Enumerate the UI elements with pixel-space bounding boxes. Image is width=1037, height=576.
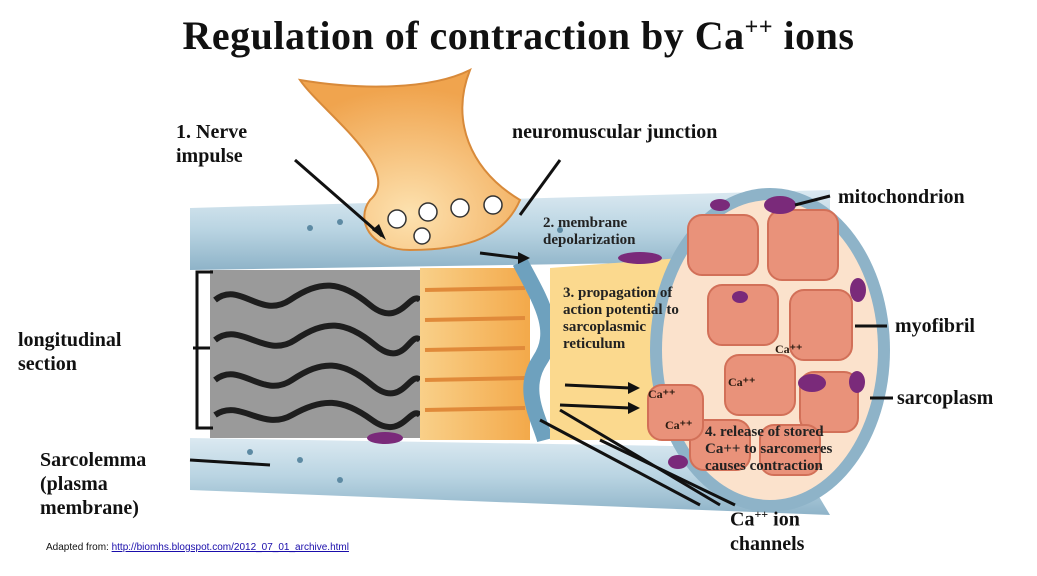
label-nerve-impulse: 1. Nerve impulse: [176, 120, 247, 168]
label-longitudinal-section: longitudinal section: [18, 328, 121, 376]
label-membrane-depolarization: 2. membrane depolarization: [543, 215, 636, 249]
credit-prefix: Adapted from:: [46, 542, 112, 553]
source-link[interactable]: http://biomhs.blogspot.com/2012_07_01_ar…: [112, 542, 349, 553]
label-ca-3: Ca⁺⁺: [648, 387, 675, 402]
label-release: 4. release of stored Ca++ to sarcomeres …: [705, 424, 832, 475]
label-ca-1: Ca⁺⁺: [775, 342, 802, 357]
label-neuromuscular-junction: neuromuscular junction: [512, 120, 717, 144]
label-propagation: 3. propagation of action potential to sa…: [563, 285, 679, 353]
page-title: Regulation of contraction by Ca++ ions: [0, 12, 1037, 59]
label-ca-2: Ca⁺⁺: [728, 375, 755, 390]
label-ion-channels: Ca++ ion channels: [730, 502, 804, 556]
label-myofibril: myofibril: [895, 314, 975, 338]
myofibril-striations: [420, 268, 530, 440]
label-ca-4: Ca⁺⁺: [665, 418, 692, 433]
source-credit: Adapted from: http://biomhs.blogspot.com…: [46, 542, 349, 553]
label-sarcolemma: Sarcolemma (plasma membrane): [40, 448, 146, 520]
label-mitochondrion: mitochondrion: [838, 185, 965, 209]
label-sarcoplasm: sarcoplasm: [897, 386, 993, 410]
